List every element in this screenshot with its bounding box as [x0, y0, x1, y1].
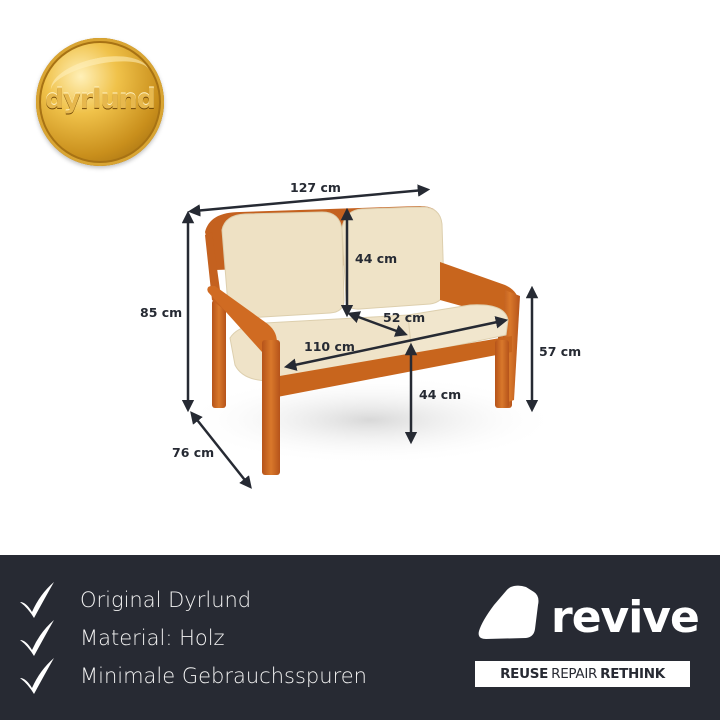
dimension-seat-height-label: 44 cm [419, 387, 462, 402]
feature-item-material: Material: Holz [18, 618, 225, 658]
feature-label: Material: Holz [80, 626, 225, 650]
sofa-illustration [180, 184, 560, 489]
revive-tagline: REUSE REPAIR RETHINK [475, 661, 690, 687]
tagline-repair: REPAIR [551, 666, 598, 682]
dimension-depth-label: 76 cm [172, 445, 215, 460]
revive-logo-icon [478, 585, 539, 639]
dimension-height-label: 85 cm [140, 305, 183, 320]
dyrlund-logo-text: dyrlund [44, 84, 156, 115]
tagline-rethink: RETHINK [600, 666, 665, 682]
feature-banner [0, 555, 720, 720]
feature-label: Minimale Gebrauchsspuren [80, 664, 367, 688]
feature-item-original: Original Dyrlund [18, 580, 251, 620]
dimension-armrest-height-label: 57 cm [539, 344, 582, 359]
feature-item-condition: Minimale Gebrauchsspuren [18, 656, 367, 696]
dimension-width-label: 127 cm [290, 180, 341, 195]
tagline-reuse: REUSE [500, 666, 549, 682]
dyrlund-logo: dyrlund [36, 38, 164, 166]
product-dimension-diagram: 127 cm 85 cm 76 cm 44 cm 52 cm 110 cm 44… [140, 180, 582, 489]
dimension-seat-depth-label: 52 cm [383, 310, 426, 325]
dimension-backrest-height-label: 44 cm [355, 251, 398, 266]
revive-wordmark: revive [551, 592, 700, 643]
dimension-seat-width-label: 110 cm [304, 339, 355, 354]
check-icon [20, 582, 54, 618]
check-icon [20, 658, 54, 694]
feature-label: Original Dyrlund [80, 588, 252, 612]
check-icon [20, 620, 54, 656]
